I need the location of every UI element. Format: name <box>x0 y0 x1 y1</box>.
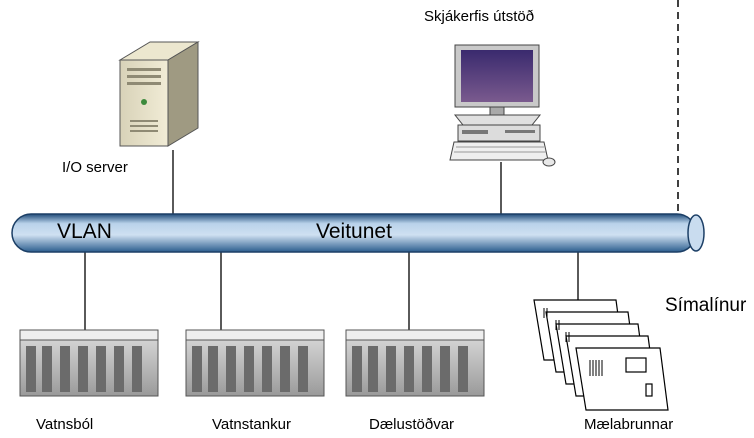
meters-label: Mælabrunnar <box>584 416 674 433</box>
server-icon <box>118 41 200 147</box>
network-bus-pipe <box>11 213 705 253</box>
workstation-icon <box>449 44 556 167</box>
plc-rack-3 <box>345 329 485 397</box>
phone-lines-label: Símalínur <box>665 295 747 316</box>
plc-label-1: Vatnsból <box>36 416 94 433</box>
workstation-label: Skjákerfis útstöð <box>424 8 535 25</box>
vlan-label: VLAN <box>57 220 112 243</box>
io-server-label: I/O server <box>62 159 128 176</box>
meter-envelopes-icon <box>533 299 669 411</box>
plc-rack-1 <box>19 329 159 397</box>
bus-label: Veitunet <box>316 220 392 243</box>
plc-rack-2 <box>185 329 325 397</box>
plc-label-3: Dælustöðvar <box>369 416 455 433</box>
plc-label-2: Vatnstankur <box>212 416 291 433</box>
connector-lines <box>84 150 579 332</box>
